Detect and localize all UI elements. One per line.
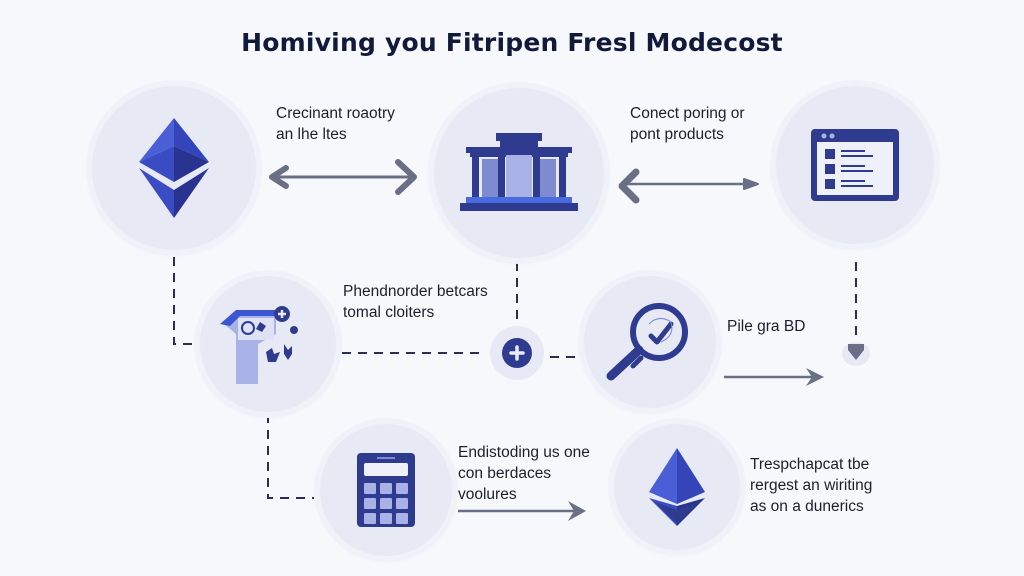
label-eth-bottom: Trespchapcat tbe rergest an wiriting as … — [750, 454, 872, 517]
plus-button[interactable] — [502, 338, 532, 368]
calculator-icon — [357, 453, 415, 527]
label-bank-browser: Conect poring or pont products — [630, 103, 745, 145]
double-arrow-bank-browser — [618, 168, 759, 204]
label-eth-bank: Crecinant roaotry an lhe ltes — [276, 103, 395, 145]
dashed-line-cards-calculator — [267, 414, 314, 499]
label-line: pont products — [630, 126, 724, 143]
label-line: an lhe ltes — [276, 126, 347, 143]
label-line: Endistoding us one — [458, 444, 590, 461]
double-arrow-eth-bank — [269, 159, 417, 195]
label-line: Trespchapcat tbe — [750, 456, 870, 473]
node-calculator[interactable] — [320, 424, 452, 556]
node-browser-list[interactable] — [776, 86, 934, 244]
label-search: Pile gra BD — [727, 316, 805, 337]
dashed-line-eth-cards — [173, 257, 196, 345]
label-line: tomal cloiters — [343, 304, 435, 321]
ethereum-icon — [139, 118, 209, 218]
cards-puzzle-icon — [220, 306, 298, 384]
label-line: Conect poring or — [630, 105, 745, 122]
label-line: Pile gra BD — [727, 318, 806, 335]
node-ethereum-bottom[interactable] — [614, 424, 740, 550]
label-line: con berdaces — [458, 465, 552, 482]
node-search[interactable] — [584, 276, 716, 408]
label-line: Crecinant roaotry — [276, 105, 395, 122]
arrow-down-icon — [842, 342, 870, 366]
label-line: Phendnorder betcars — [343, 283, 488, 300]
ethereum-icon — [649, 448, 705, 526]
bank-building-icon — [460, 133, 578, 211]
node-cards[interactable] — [200, 276, 336, 412]
label-calculator: Endistoding us one con berdaces voolures — [458, 442, 590, 505]
diagram-title: Homiving you Fitripen Fresl Modecost — [241, 28, 783, 57]
plus-icon — [509, 345, 525, 361]
label-line: voolures — [458, 486, 517, 503]
label-line: rergest an wiriting — [750, 477, 873, 494]
arrow-right-search — [724, 368, 824, 386]
add-node-button[interactable] — [490, 326, 544, 380]
label-line: as on a dunerics — [750, 498, 864, 515]
magnifier-check-icon — [606, 303, 688, 381]
browser-list-icon — [811, 129, 899, 201]
label-cards: Phendnorder betcars tomal cloiters — [343, 281, 488, 323]
node-bank[interactable] — [434, 88, 604, 258]
node-ethereum-top[interactable] — [92, 86, 256, 250]
